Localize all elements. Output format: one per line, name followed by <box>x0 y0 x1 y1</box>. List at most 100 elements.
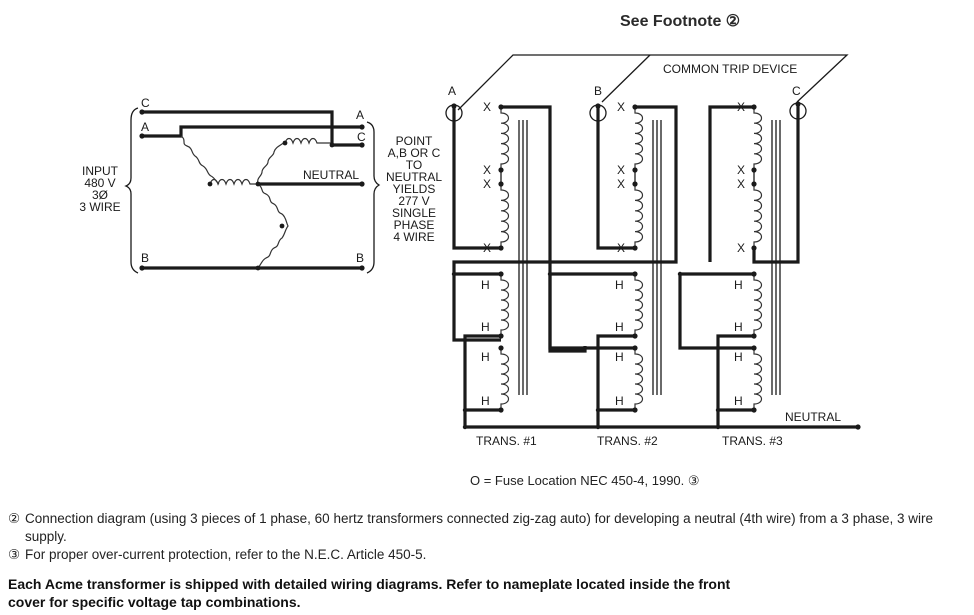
wiring-diagram: See Footnote ② C A B A C NEUTRAL B INPUT… <box>79 13 861 448</box>
primary-coil <box>634 274 644 336</box>
output-spec-line: NEUTRAL <box>386 170 442 184</box>
output-spec-line: YIELDS <box>393 182 436 196</box>
terminal-dot <box>359 181 365 187</box>
secondary-coil <box>634 107 644 170</box>
h-terminal-label: H <box>481 394 490 408</box>
h-terminal-label: H <box>615 278 624 292</box>
junction-dot <box>462 424 468 430</box>
right-brace <box>366 121 381 274</box>
output-spec-line: POINT <box>396 134 433 148</box>
output-spec-line: PHASE <box>394 218 435 232</box>
primary-coil <box>753 348 763 410</box>
coil-a-leg <box>180 135 220 185</box>
footnote-text: Connection diagram (using 3 pieces of 1 … <box>25 511 933 544</box>
h-terminal-dot <box>751 271 757 277</box>
secondary-coil <box>753 107 763 170</box>
input-spec-line: INPUT <box>82 164 119 178</box>
common-trip-device-link <box>601 54 651 103</box>
t3-h-mid-wire <box>678 274 754 350</box>
junction-dot <box>595 424 601 430</box>
t3-h-cross-wire <box>716 334 754 412</box>
output-label-neutral: NEUTRAL <box>303 168 359 182</box>
phase-label-b: B <box>594 84 602 98</box>
h-terminal-label: H <box>481 320 490 334</box>
h-terminal-label: H <box>615 320 624 334</box>
x-terminal-label: X <box>737 177 745 191</box>
output-spec-line: TO <box>406 158 422 172</box>
common-trip-device-line <box>457 54 849 111</box>
terminal-dot <box>359 142 365 148</box>
x-terminal-label: X <box>737 100 745 114</box>
fuse-legend: O = Fuse Location NEC 450-4, 1990. ③ <box>470 473 700 488</box>
junction-dot <box>279 223 285 229</box>
h-terminal-dot <box>751 407 757 413</box>
junction-dot <box>715 424 721 430</box>
h-terminal-label: H <box>481 278 490 292</box>
junction-dot <box>255 265 261 271</box>
h-terminal-label: H <box>734 350 743 364</box>
input-label-c: C <box>141 96 150 110</box>
footnote-2: ② Connection diagram (using 3 pieces of … <box>8 510 968 546</box>
h-terminal-label: H <box>734 394 743 408</box>
t2-x-top-wire <box>452 105 678 342</box>
terminal-dot <box>359 124 365 130</box>
see-footnote-title: See Footnote ② <box>620 13 740 30</box>
x-terminal-dot <box>498 181 504 187</box>
x-terminal-dot <box>498 167 504 173</box>
junction-dot <box>677 271 683 277</box>
x-terminal-label: X <box>617 100 625 114</box>
junction-dot <box>462 407 468 413</box>
h-terminal-label: H <box>615 394 624 408</box>
x-terminal-dot <box>632 181 638 187</box>
left-brace <box>124 107 139 274</box>
phase-b-wire <box>596 106 635 250</box>
phase-a-wire <box>452 106 501 250</box>
input-spec-line: 3 WIRE <box>79 200 120 214</box>
secondary-coil <box>753 184 763 248</box>
terminal-dot <box>595 103 601 109</box>
t1-h-cross-wire <box>463 334 501 412</box>
h-terminal-dot <box>498 407 504 413</box>
neutral-label: NEUTRAL <box>785 410 841 424</box>
input-label-a: A <box>141 120 149 134</box>
junction-dot <box>329 142 335 148</box>
footnote-marker: ③ <box>8 547 21 562</box>
input-spec-line: 480 V <box>84 176 115 190</box>
phase-label-c: C <box>792 84 801 98</box>
coil-c-upper <box>257 137 331 185</box>
x-terminal-label: X <box>483 163 491 177</box>
output-spec-line: SINGLE <box>392 206 436 220</box>
shipping-note: Each Acme transformer is shipped with de… <box>8 576 731 610</box>
x-terminal-dot <box>498 245 504 251</box>
x-terminal-label: X <box>483 100 491 114</box>
junction-dot <box>207 181 213 187</box>
footnote-3: ③ For proper over-current protection, re… <box>8 546 968 564</box>
terminal-dot <box>139 133 145 139</box>
x-terminal-label: X <box>483 241 491 255</box>
x-terminal-dot <box>498 104 504 110</box>
h-terminal-dot <box>498 345 504 351</box>
footnote-text: For proper over-current protection, refe… <box>25 547 427 562</box>
x-terminal-label: X <box>737 163 745 177</box>
coil-b-leg <box>257 183 289 269</box>
output-spec-line: 4 WIRE <box>393 230 434 244</box>
coil-horizontal <box>209 178 258 186</box>
junction-dot <box>715 407 721 413</box>
h-terminal-label: H <box>734 320 743 334</box>
x-terminal-label: X <box>617 177 625 191</box>
h-terminal-dot <box>632 333 638 339</box>
t2-h-mid-wire <box>548 274 635 350</box>
junction-dots <box>139 109 365 271</box>
terminal-dot <box>359 265 365 271</box>
junction-dot <box>547 271 553 277</box>
wire-a <box>142 125 362 138</box>
terminal-dot <box>855 424 861 430</box>
input-spec-line: 3Ø <box>92 188 108 202</box>
secondary-coil <box>500 107 510 170</box>
phase-label-a: A <box>448 84 456 98</box>
x-terminal-label: X <box>737 241 745 255</box>
h-terminal-dot <box>632 345 638 351</box>
x-terminal-dot <box>751 167 757 173</box>
h-terminal-dot <box>498 333 504 339</box>
